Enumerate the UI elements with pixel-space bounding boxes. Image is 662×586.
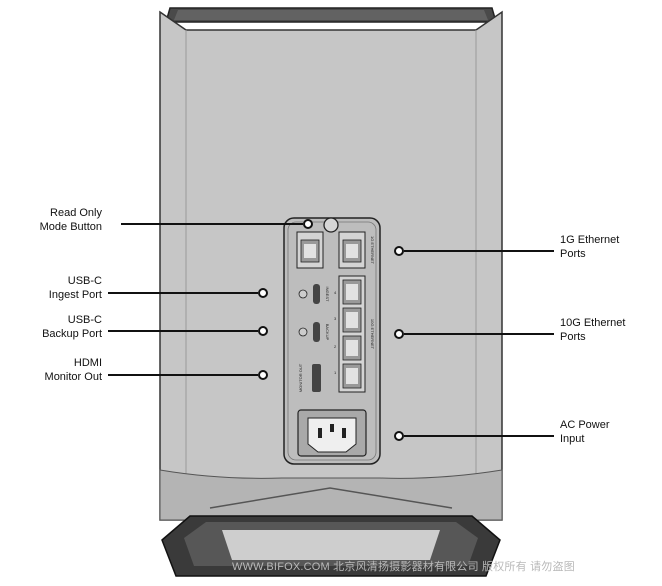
- usb-c-ports: [298, 284, 320, 342]
- callout-usb-backup: USB-C Backup Port: [42, 314, 102, 340]
- leader-hdmi: [108, 374, 258, 376]
- callout-1g-ethernet: 1G Ethernet Ports: [560, 234, 620, 260]
- label-port-4: 4: [334, 290, 337, 295]
- leader-1g-ethernet: [404, 250, 554, 252]
- callout-10g-ethernet: 10G Ethernet Ports: [560, 317, 626, 343]
- label-monitor-out: MONITOR OUT: [298, 363, 303, 392]
- read-only-button: [323, 217, 339, 233]
- label-port-2: 2: [334, 344, 337, 349]
- leader-read-only: [121, 223, 303, 225]
- label-ingest: INGEST: [325, 287, 330, 302]
- leader-dot-usb-backup: [258, 326, 268, 336]
- leader-dot-1g-ethernet: [394, 246, 404, 256]
- ethernet-1g-ports: [296, 231, 366, 269]
- callout-hdmi: HDMI Monitor Out: [44, 357, 102, 383]
- hdmi-port: [312, 364, 321, 392]
- callout-usb-ingest: USB-C Ingest Port: [48, 275, 102, 301]
- label-1g-ethernet: 1G ETHERNET: [370, 236, 375, 265]
- watermark-text: WWW.BIFOX.COM 北京风清扬摄影器材有限公司 版权所有 请勿盗图: [232, 561, 575, 573]
- label-10g-ethernet: 10G ETHERNET: [370, 319, 375, 350]
- leader-dot-usb-ingest: [258, 288, 268, 298]
- ac-power-inlet: [297, 409, 367, 457]
- leader-10g-ethernet: [404, 333, 554, 335]
- label-port-1: 1: [334, 370, 337, 375]
- label-backup: BACKUP: [325, 324, 330, 341]
- leader-dot-read-only: [303, 219, 313, 229]
- callout-ac-power: AC Power Input: [560, 419, 610, 445]
- ethernet-10g-ports: [338, 275, 366, 393]
- label-port-3: 3: [334, 316, 337, 321]
- callout-read-only: Read Only Mode Button: [39, 207, 102, 233]
- leader-ac-power: [404, 435, 554, 437]
- leader-usb-ingest: [108, 292, 258, 294]
- leader-dot-hdmi: [258, 370, 268, 380]
- leader-usb-backup: [108, 330, 258, 332]
- leader-dot-10g-ethernet: [394, 329, 404, 339]
- leader-dot-ac-power: [394, 431, 404, 441]
